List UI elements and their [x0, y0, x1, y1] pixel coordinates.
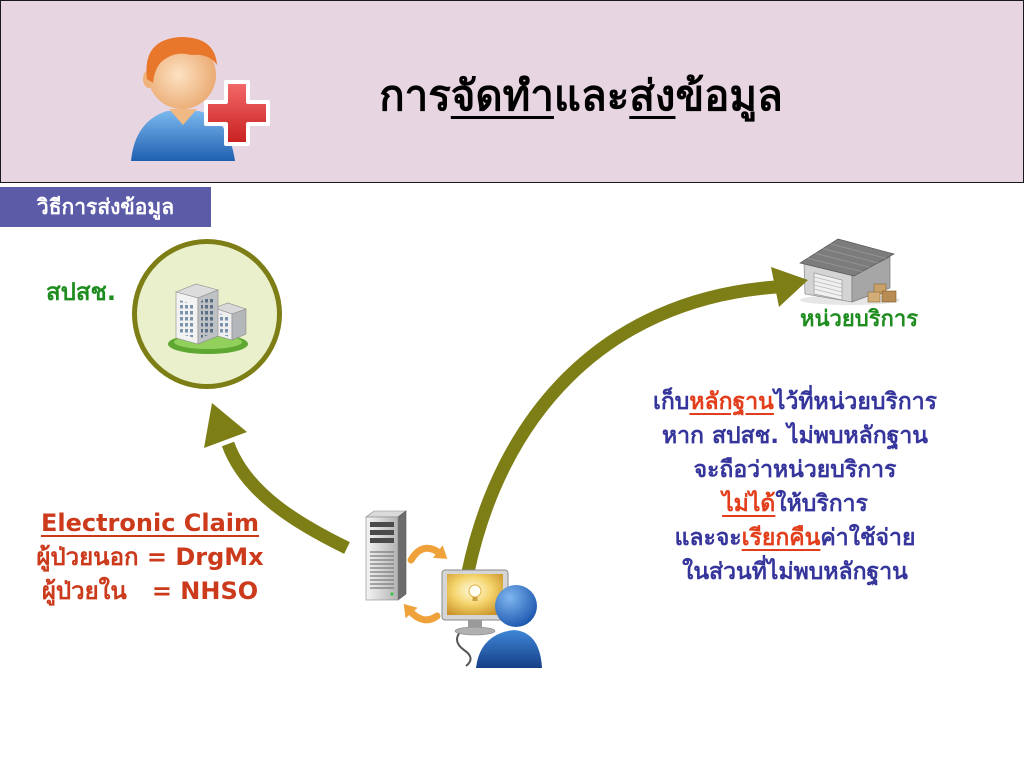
- evidence-line-5-before: และจะ: [674, 525, 742, 551]
- evidence-line-6: ในส่วนที่ไม่พบหลักฐาน: [682, 559, 908, 585]
- title-prefix: การ: [379, 71, 451, 120]
- computer-user-icon: [441, 569, 542, 668]
- claim-info: Electronic Claim ผู้ป่วยนอก = DrgMx ผู้ป…: [0, 506, 300, 608]
- page-title: การ จัดทำ และ ส่ง ข้อมูล: [300, 66, 862, 126]
- evidence-line-1-highlight: หลักฐาน: [689, 389, 774, 415]
- title-suffix: ข้อมูล: [675, 71, 783, 120]
- office-building-icon: [168, 283, 248, 354]
- evidence-line-4-after: ให้บริการ: [775, 491, 868, 517]
- nhso-circle: [132, 239, 282, 389]
- claim-inpatient-line: ผู้ป่วยใน = NHSO: [41, 577, 259, 605]
- evidence-line-3: จะถือว่าหน่วยบริการ: [693, 457, 897, 483]
- evidence-line-1: เก็บหลักฐานไว้ที่หน่วยบริการ: [653, 385, 937, 419]
- evidence-line-4: ไม่ได้ให้บริการ: [722, 487, 868, 521]
- evidence-line-5-after: ค่าใช้จ่าย: [820, 525, 916, 551]
- title-middle: และ: [553, 71, 630, 120]
- claim-outpatient-line: ผู้ป่วยนอก = DrgMx: [36, 543, 264, 571]
- nhso-label: สปสช.: [46, 278, 116, 306]
- evidence-line-5-highlight: เรียกคืน: [741, 525, 821, 551]
- title-underlined-1: จัดทำ: [450, 71, 554, 120]
- warehouse-icon: [799, 238, 900, 305]
- evidence-line-1-after: ไว้ที่หน่วยบริการ: [773, 389, 937, 415]
- claim-title: Electronic Claim: [40, 509, 260, 537]
- section-label: วิธีการส่งข้อมูล: [0, 187, 211, 227]
- title-underlined-2: ส่ง: [629, 71, 676, 120]
- sync-arrows-icon: [403, 544, 448, 624]
- evidence-line-4-highlight: ไม่ได้: [722, 491, 776, 517]
- evidence-line-1-before: เก็บ: [653, 389, 690, 415]
- person-medical-cross-icon: [131, 37, 270, 161]
- server-tower-icon: [365, 510, 407, 601]
- evidence-line-5: และจะเรียกคืนค่าใช้จ่าย: [675, 521, 916, 555]
- evidence-line-2: หาก สปสช. ไม่พบหลักฐาน: [661, 423, 929, 449]
- service-unit-label: หน่วยบริการ: [799, 306, 919, 332]
- evidence-note: เก็บหลักฐานไว้ที่หน่วยบริการ หาก สปสช. ไ…: [590, 385, 1000, 589]
- red-cross-icon: [204, 80, 270, 146]
